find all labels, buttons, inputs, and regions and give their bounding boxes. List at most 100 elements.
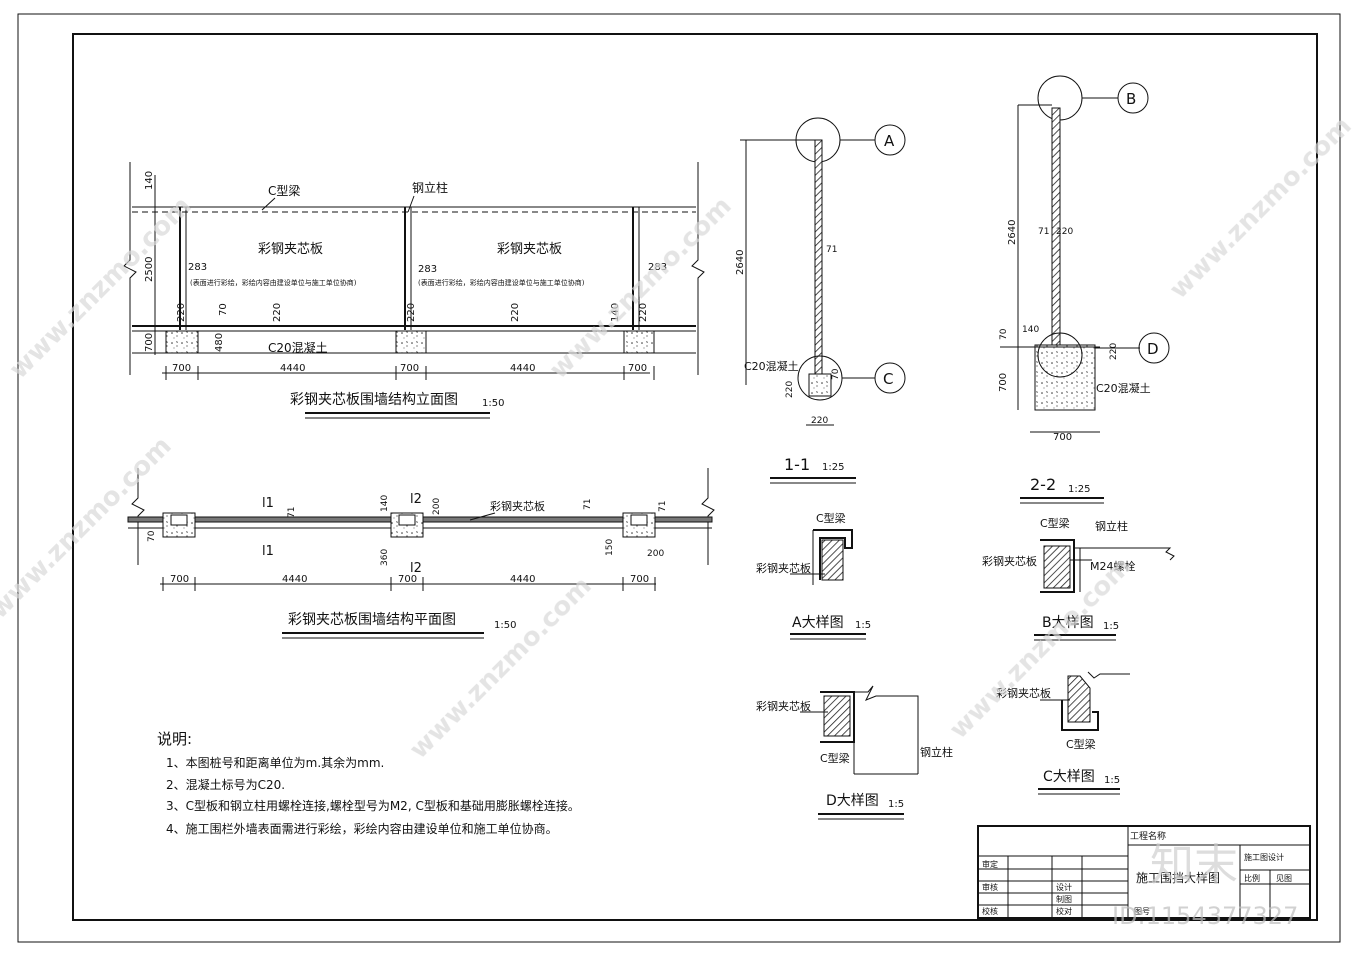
detail-c: 彩钢夹芯板 C型梁 C大样图 1:5: [996, 671, 1130, 795]
detailA-title: A大样图: [792, 615, 844, 631]
detail-a: C型梁 彩钢夹芯板 A大样图 1:5: [756, 511, 871, 640]
section22-dim-71: 71: [1038, 227, 1049, 237]
elevation-title: 彩钢夹芯板围墙结构立面图: [290, 392, 458, 408]
detailC-label-panel: 彩钢夹芯板: [996, 686, 1051, 700]
dim-4440-b: 4440: [510, 363, 535, 374]
detailB-title: B大样图: [1042, 615, 1094, 631]
section11-label-c: C: [883, 370, 893, 388]
watermark-site-6: www.znzmo.com: [944, 551, 1138, 745]
plan-dim-140: 140: [380, 495, 390, 512]
section22-dim-70: 70: [999, 328, 1009, 340]
section22-dim-220-b: 220: [1109, 343, 1119, 360]
dim-283-mid: 283: [418, 264, 437, 275]
tb-check: 校核: [982, 906, 998, 916]
label-panel-right: 彩钢夹芯板: [497, 242, 562, 257]
tb-design: 设计: [1056, 882, 1072, 892]
watermark-site-1: www.znzmo.com: [4, 191, 198, 385]
dim-4440-a: 4440: [280, 363, 305, 374]
plan-label-l2-bot: l2: [410, 561, 422, 576]
section11-label-a: A: [884, 132, 895, 150]
dim-220-c: 220: [406, 303, 417, 322]
plan-dim-700-b: 700: [398, 574, 417, 585]
label-note-right: (表面进行彩绘，彩绘内容由建设单位与施工单位协商): [418, 278, 585, 287]
detailB-label-post: 钢立柱: [1095, 519, 1128, 533]
section11-dim-71: 71: [826, 245, 837, 255]
tb-drawing-no-label: 图号: [1134, 907, 1150, 916]
tb-approve: 审定: [982, 859, 998, 869]
section22-dim-700-a: 700: [998, 373, 1009, 392]
detailA-label-beam: C型梁: [816, 511, 846, 525]
dim-2500: 2500: [144, 257, 155, 282]
detailC-title: C大样图: [1043, 769, 1095, 785]
plan-title: 彩钢夹芯板围墙结构平面图: [288, 612, 456, 628]
notes-heading: 说明:: [157, 730, 192, 748]
plan-dim-4440-b: 4440: [510, 574, 535, 585]
detailD-scale: 1:5: [888, 799, 904, 810]
plan-dim-360: 360: [380, 549, 390, 566]
plan-label-panel: 彩钢夹芯板: [490, 499, 545, 513]
notes-item-4: 4、施工围栏外墙表面需进行彩绘，彩绘内容由建设单位和施工单位协商。: [166, 821, 558, 836]
dim-220-a: 220: [176, 303, 187, 322]
dim-220-e: 220: [638, 303, 649, 322]
watermark-site-3: www.znzmo.com: [1164, 111, 1357, 305]
section-2-2: B 2640 71 220 140 D 70 220 700 700 C20混凝…: [998, 75, 1170, 504]
section22-dim-700-b: 700: [1053, 432, 1072, 443]
section22-dim-140: 140: [1022, 325, 1039, 335]
notes: 说明: 1、本图桩号和距离单位为m.其余为mm. 2、混凝土标号为C20. 3、…: [157, 730, 580, 836]
notes-item-2: 2、混凝土标号为C20.: [166, 777, 285, 792]
detailD-title: D大样图: [826, 793, 879, 809]
section11-dim-220-a: 220: [785, 381, 795, 398]
section22-dim-2640: 2640: [1007, 220, 1018, 245]
tb-drawing-name: 施工围挡大样图: [1136, 870, 1220, 885]
tb-proof: 校对: [1056, 906, 1072, 916]
dim-700-b: 700: [400, 363, 419, 374]
watermark-brand: 知末: [1150, 840, 1238, 891]
dim-140: 140: [144, 171, 155, 190]
plan-scale: 1:50: [494, 620, 516, 631]
watermark-id: ID:1154377327: [1112, 902, 1298, 930]
dim-70: 70: [218, 303, 229, 316]
label-concrete: C20混凝土: [268, 340, 328, 355]
detail-b: C型梁 钢立柱 彩钢夹芯板 M24螺栓 B大样图 1:5: [982, 516, 1175, 641]
detailB-label-beam: C型梁: [1040, 516, 1070, 530]
tb-project-label: 工程名称: [1130, 830, 1166, 842]
dim-140-b: 140: [610, 303, 621, 322]
section-1-1: A C 2640 71 70 220 220 C20混凝土 1-1 1:25: [735, 117, 906, 484]
plan-label-l1-top: l1: [262, 496, 274, 511]
section22-scale: 1:25: [1068, 484, 1090, 495]
section11-dim-220-b: 220: [811, 416, 828, 426]
plan-label-l1-bot: l1: [262, 544, 274, 559]
dim-283-left: 283: [188, 262, 207, 273]
plan-dim-71-b: 71: [583, 499, 593, 510]
section11-label-concrete: C20混凝土: [744, 359, 799, 373]
notes-item-3: 3、C型板和钢立柱用螺栓连接,螺栓型号为M2, C型板和基础用膨胀螺栓连接。: [166, 798, 580, 813]
tb-draw: 制图: [1056, 894, 1072, 904]
inner-border: [72, 33, 1318, 921]
label-panel-left: 彩钢夹芯板: [258, 242, 323, 257]
detailA-scale: 1:5: [855, 620, 871, 631]
dim-220-b: 220: [272, 303, 283, 322]
plan-dim-70: 70: [147, 530, 157, 542]
detailA-label-panel: 彩钢夹芯板: [756, 561, 811, 575]
label-steel-post: 钢立柱: [412, 180, 448, 195]
section22-label-b: B: [1126, 90, 1136, 108]
detailC-scale: 1:5: [1104, 775, 1120, 786]
elevation-view: 140 2500 700 283 283 283 220 70 220 220 …: [123, 162, 705, 419]
plan-label-l2-top: l2: [410, 492, 422, 507]
tb-scale-value: 见图: [1276, 874, 1292, 883]
dim-700-a: 700: [172, 363, 191, 374]
elevation-scale: 1:50: [482, 398, 504, 409]
plan-dim-200-b: 200: [647, 549, 664, 559]
plan-dim-700-c: 700: [630, 574, 649, 585]
detailD-label-beam: C型梁: [820, 751, 850, 765]
section11-title: 1-1: [784, 455, 810, 474]
plan-dim-700-a: 700: [170, 574, 189, 585]
dim-480: 480: [214, 333, 225, 352]
dim-700: 700: [144, 333, 155, 352]
detailD-label-panel: 彩钢夹芯板: [756, 699, 811, 713]
plan-dim-200-a: 200: [432, 498, 442, 515]
detail-d: 彩钢夹芯板 C型梁 钢立柱 D大样图 1:5: [756, 685, 953, 820]
tb-scale-label: 比例: [1244, 873, 1260, 883]
plan-dim-150: 150: [605, 539, 615, 556]
plan-dim-4440-a: 4440: [282, 574, 307, 585]
